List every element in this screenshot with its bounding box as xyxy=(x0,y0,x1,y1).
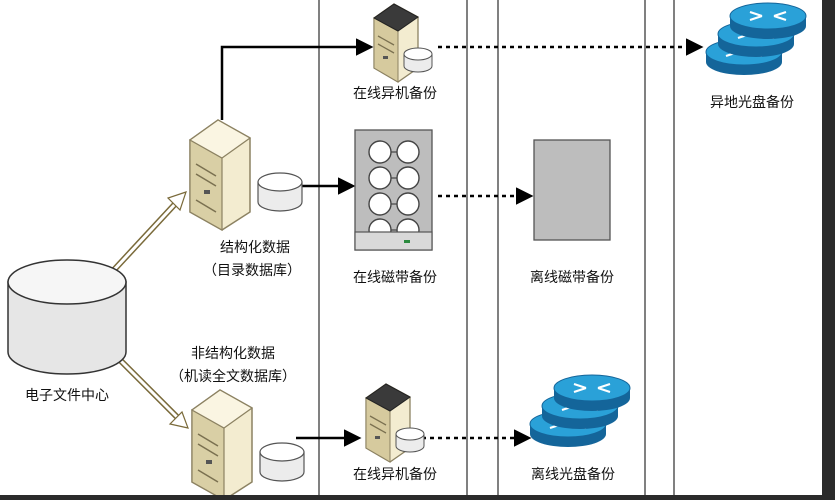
right-frame xyxy=(822,0,835,495)
unstructured-data-label: 非结构化数据 xyxy=(191,346,275,362)
tape-cartridge-icon xyxy=(533,139,611,241)
unstructured-data-sublabel: （机读全文数据库） xyxy=(170,368,296,385)
tape-library-icon xyxy=(354,129,433,251)
online-tape-label: 在线磁带备份 xyxy=(353,269,437,286)
arrow-to-online-remote-top xyxy=(220,38,374,120)
database-cylinder-icon xyxy=(7,259,127,375)
online-remote-bottom-label: 在线异机备份 xyxy=(353,466,437,483)
structured-data-sublabel: （目录数据库） xyxy=(203,263,301,279)
hollow-arrow-structured xyxy=(109,191,187,275)
online-remote-top-label: 在线异机备份 xyxy=(353,85,437,102)
structured-data-label: 结构化数据 xyxy=(220,240,290,256)
column-separators xyxy=(318,0,675,495)
offline-optical-label: 离线光盘备份 xyxy=(531,466,615,483)
hollow-arrow-unstructured xyxy=(109,349,189,429)
offsite-optical-label: 异地光盘备份 xyxy=(710,94,794,111)
archive-center-label: 电子文件中心 xyxy=(25,388,109,404)
offline-tape-label: 离线磁带备份 xyxy=(530,269,614,286)
